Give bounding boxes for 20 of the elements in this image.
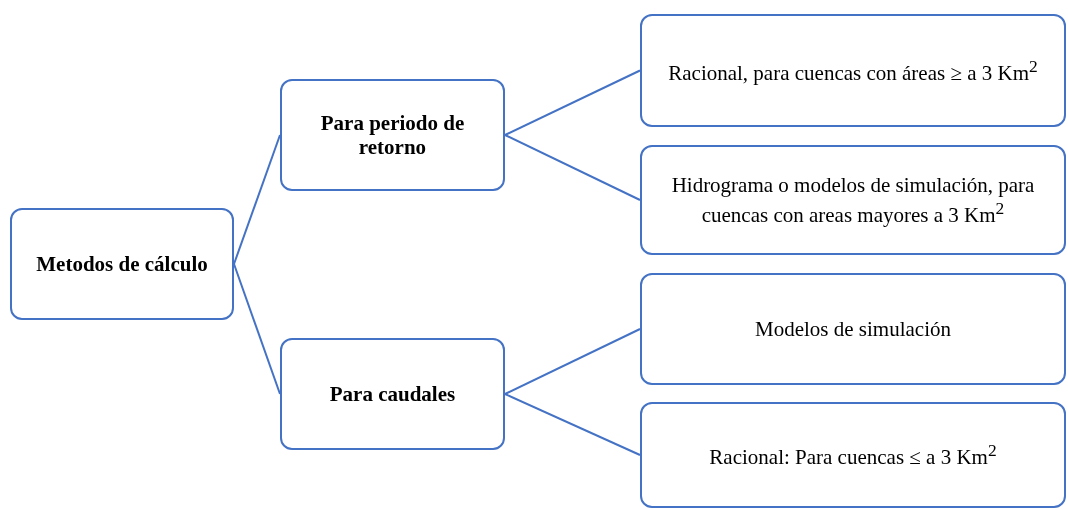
rounded-box <box>640 402 1066 508</box>
rounded-box <box>640 14 1066 127</box>
connector-line <box>504 69 641 136</box>
rounded-box <box>280 79 505 191</box>
box-text: Racional, para cuencas con áreas ≥ a 3 Km$^{2}$ <box>668 55 1038 86</box>
box-text: Modelos de simulación <box>755 316 951 342</box>
connector-line <box>504 134 641 201</box>
rounded-box <box>280 338 505 450</box>
box-text: Para caudales <box>329 381 456 407</box>
rounded-box <box>640 273 1066 385</box>
connector-line <box>233 134 281 265</box>
connector-line <box>504 393 641 456</box>
box-text: Metodos de cálculo <box>36 251 208 277</box>
connector-line <box>233 263 281 395</box>
connector-line <box>504 328 641 395</box>
box-text: Racional: Para cuencas ≤ a 3 Km$^{2}$ <box>709 440 997 470</box>
box-text: Para periodo de retorno <box>319 110 466 160</box>
rounded-box <box>640 145 1066 255</box>
rounded-box <box>10 208 234 320</box>
box-text: Hidrograma o modelos de simulación, para cuencas con areas mayores a 3 Km$^{2}$ <box>670 173 1036 227</box>
